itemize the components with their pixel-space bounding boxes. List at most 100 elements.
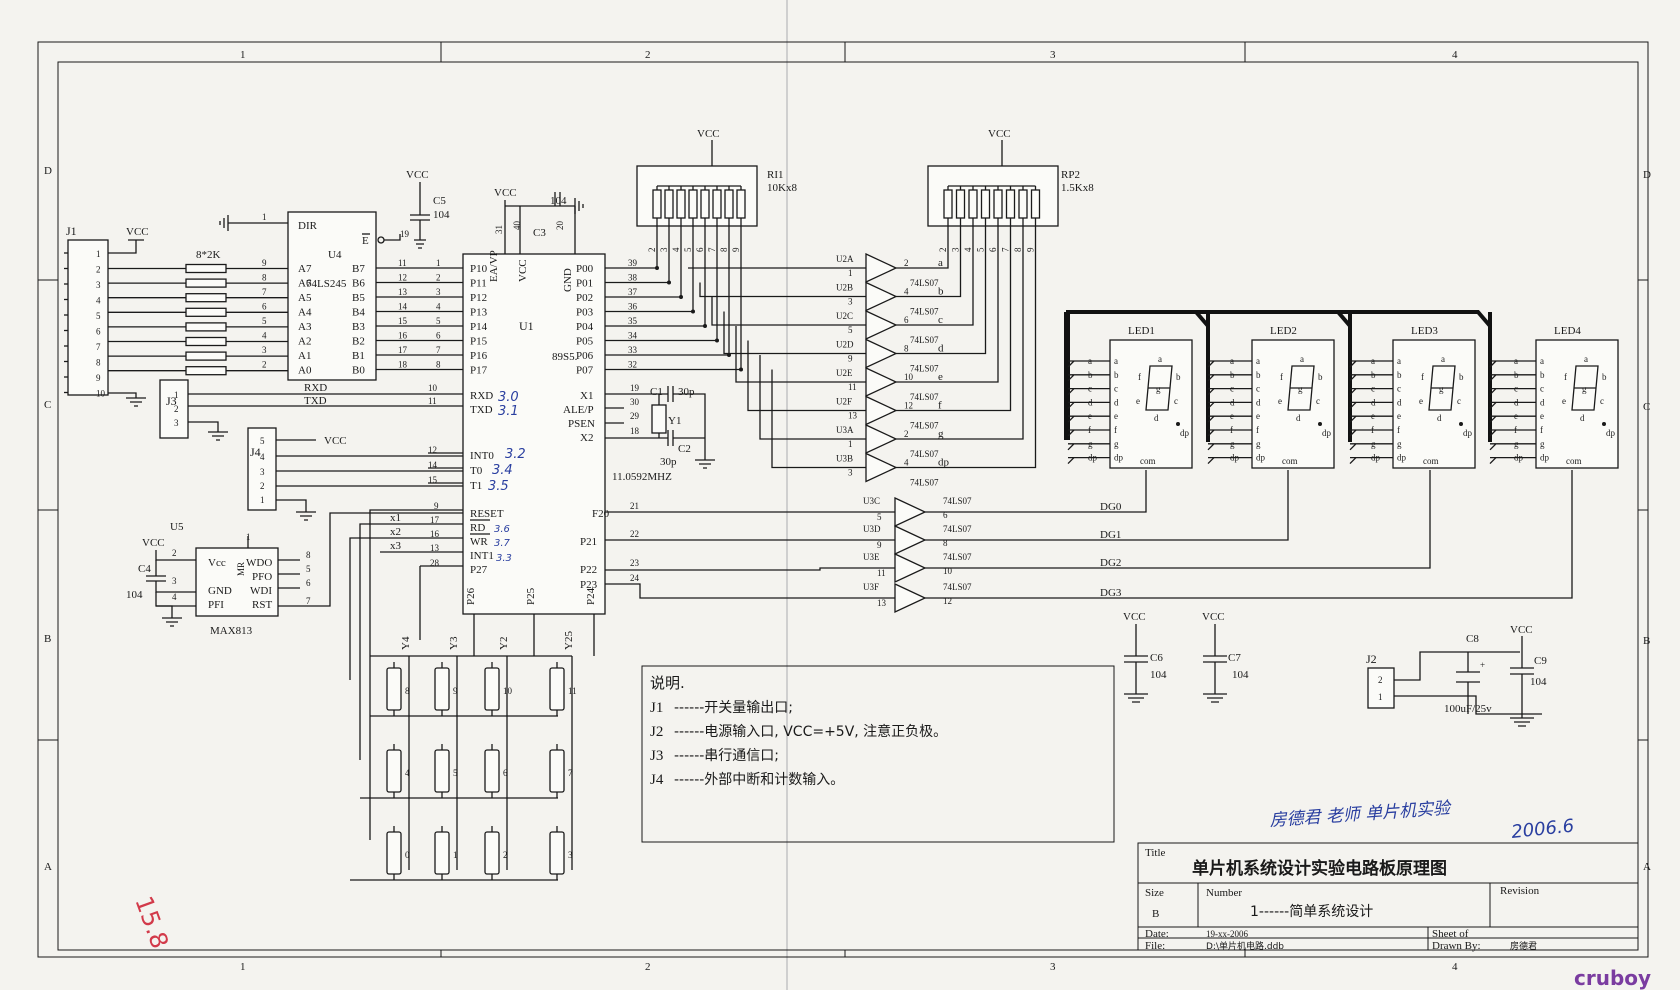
- key-switch-1-0: [386, 749, 402, 793]
- led-seg-name-3-6: g: [1540, 439, 1545, 449]
- j1-pin-6: 6: [96, 327, 101, 337]
- buffer-part-6: 74LS07: [910, 449, 939, 459]
- buffer-ref-5: U2F: [836, 397, 852, 407]
- rp2-ref: RP2: [1061, 169, 1080, 181]
- j1-pin-10: 10: [96, 389, 106, 399]
- buffer-out-wire: [896, 250, 1037, 469]
- led-face-b-3: b: [1602, 372, 1607, 382]
- u4-a-name-6: A1: [298, 350, 311, 362]
- led-seg-name-3-4: e: [1540, 411, 1544, 421]
- u4-c5-val: 104: [433, 209, 450, 221]
- u1-p0-name-2: P02: [576, 292, 593, 304]
- dg-buffer-in-0: 5: [877, 512, 882, 522]
- led-seg-name-2-2: c: [1397, 384, 1401, 394]
- c9-vcc: VCC: [1510, 624, 1533, 636]
- size-value: B: [1152, 908, 1159, 920]
- key-switch-1-1: [434, 749, 450, 793]
- dg-wire: [925, 470, 1431, 569]
- u1-p1-pin-6: 7: [436, 345, 441, 355]
- u1-x1: X1: [580, 390, 593, 402]
- bus-entry: [1349, 443, 1357, 451]
- led-face-a-1: a: [1300, 354, 1304, 364]
- border-zone-ticks: [38, 42, 1648, 957]
- u1-rxd-pin: 10: [428, 383, 438, 393]
- p0-wire: [605, 250, 730, 356]
- u1-x2: X2: [580, 432, 593, 444]
- buffer-in-6: 1: [848, 439, 853, 449]
- led-face-dp-0: dp: [1180, 428, 1190, 438]
- rp1-body-pin-5: 5: [683, 247, 693, 252]
- notes-title: 说明.: [650, 674, 685, 692]
- u4-a-name-1: A6: [298, 278, 312, 290]
- u1-p27: P27: [470, 564, 488, 576]
- led-display-3: [1392, 339, 1476, 469]
- j1-pin-5: 5: [96, 311, 101, 321]
- buffer-U3C: [894, 496, 927, 528]
- buffer-out-wire: [896, 250, 999, 383]
- rp2-body-r4: [980, 189, 991, 219]
- u1-p0-pin-1: 38: [628, 273, 638, 283]
- j4-pin-5: 5: [260, 436, 265, 446]
- led-display-1: [1109, 339, 1193, 469]
- led-seg-name-1-3: d: [1256, 397, 1261, 407]
- buffer-in-wire: [735, 326, 866, 383]
- bus-entry: [1067, 415, 1075, 423]
- c1-val: 30p: [678, 386, 695, 398]
- buffer-in-0: 1: [848, 268, 853, 278]
- row-label-a-right: A: [1643, 861, 1651, 873]
- u1-p22-pin: 23: [630, 558, 640, 568]
- j4-pin-1: 1: [260, 495, 265, 505]
- col-label-4: 4: [1452, 49, 1458, 61]
- resistor-net-label: 8*2K: [196, 249, 221, 261]
- c7-ref: C7: [1228, 652, 1241, 664]
- col-label-1: 1: [240, 49, 246, 61]
- hw-p36: 3.6: [494, 524, 510, 535]
- rp1-body-r2: [664, 189, 674, 219]
- dg-buffer-in-3: 13: [877, 598, 887, 608]
- buffer-part-0: 74LS07: [910, 278, 939, 288]
- led-face-g-3: g: [1582, 384, 1587, 394]
- u1-x1-pin: 19: [630, 383, 640, 393]
- dg-wire: [925, 470, 1147, 513]
- led-face-b-2: b: [1459, 372, 1464, 382]
- u4-ref: U4: [328, 249, 342, 261]
- file-label: File:: [1145, 940, 1165, 952]
- key-switch-2-3: [549, 831, 565, 875]
- u1-p0-name-1: P01: [576, 278, 593, 290]
- bus-entry: [1067, 429, 1075, 437]
- buffer-out-wire: [896, 250, 949, 269]
- u1-wr-pin: 16: [430, 529, 440, 539]
- led-seg-name-0-7: dp: [1114, 453, 1124, 463]
- seven-seg-glyph: [1571, 365, 1599, 411]
- bus-entry: [1349, 429, 1357, 437]
- u1-gnd-pin: 20: [555, 221, 565, 231]
- bus-entry: [1489, 374, 1497, 382]
- row-label-c-right: C: [1643, 401, 1650, 413]
- j2-ref: J2: [1366, 652, 1377, 666]
- u1-c3: C3: [533, 227, 546, 239]
- u1-p0-name-3: P03: [576, 307, 594, 319]
- bus-entry: [1207, 388, 1215, 396]
- col-label-2: 2: [645, 49, 651, 61]
- u1-p0-pin-5: 34: [628, 331, 638, 341]
- rp1-body-pin-7: 7: [707, 247, 717, 252]
- led-dp-dot-3: [1602, 422, 1606, 426]
- bus-entry: [1067, 360, 1075, 368]
- number-value: 1------简单系统设计: [1250, 903, 1373, 920]
- led-face-f-2: f: [1421, 372, 1424, 382]
- buffer-U2F: [865, 395, 898, 426]
- u1-rxd: RXD: [470, 390, 493, 402]
- led-face-e-2: e: [1419, 396, 1423, 406]
- u5-ref: U5: [170, 521, 184, 533]
- led-seg-name-1-0: a: [1256, 356, 1260, 366]
- revision-label: Revision: [1500, 885, 1540, 897]
- led-com-2: com: [1423, 456, 1439, 466]
- u1-p23-pin: 24: [630, 573, 640, 583]
- buffer-seg-0: a: [938, 257, 943, 269]
- u4-a-name-0: A7: [298, 263, 312, 275]
- rp1-body-pin-4: 4: [671, 247, 681, 252]
- junction-dot: [655, 266, 659, 270]
- rp2-body-r1: [943, 189, 953, 219]
- u5-lpin-1: 3: [172, 576, 177, 586]
